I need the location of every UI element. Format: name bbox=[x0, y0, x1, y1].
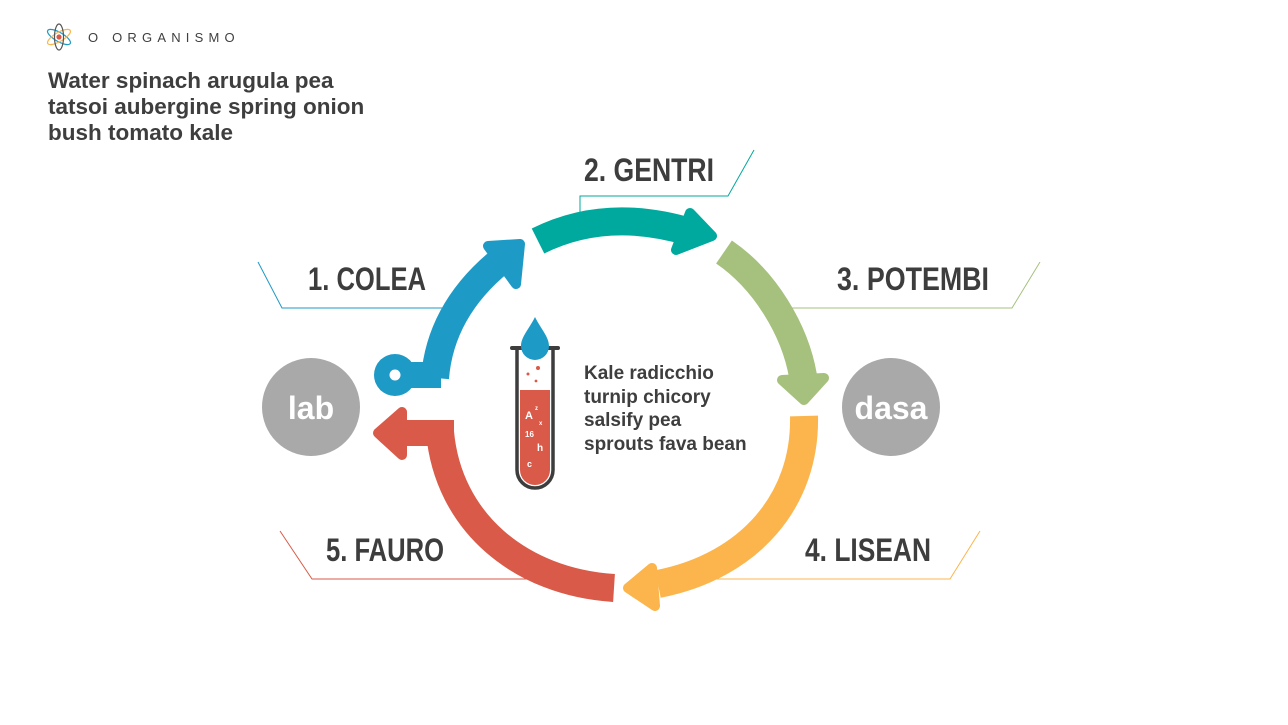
arrowhead-step-2 bbox=[671, 208, 717, 255]
callout-line-3 bbox=[788, 261, 1041, 309]
callout-line-5 bbox=[279, 530, 540, 580]
arc-step-4 bbox=[655, 415, 819, 598]
tube-label-h: h bbox=[537, 443, 543, 454]
arrowhead-step-3 bbox=[777, 373, 829, 405]
node-right bbox=[842, 358, 940, 456]
step-label-2: 2. GENTRI bbox=[584, 152, 714, 188]
arc-step-5 bbox=[426, 430, 616, 602]
callout-line-1 bbox=[257, 261, 458, 309]
brand-name: O ORGANISMO bbox=[88, 30, 240, 45]
tube-label-a: A bbox=[525, 410, 533, 422]
tube-label-16: 16 bbox=[525, 430, 534, 439]
tube-label-x: x bbox=[539, 421, 543, 427]
arrowhead-step-4 bbox=[623, 563, 660, 611]
node-right-label: dasa bbox=[855, 390, 928, 426]
arc-step-2 bbox=[531, 207, 695, 254]
test-tube-icon: A z x 16 h c bbox=[510, 317, 560, 490]
step-label-4: 4. LISEAN bbox=[805, 532, 931, 568]
node-left bbox=[262, 358, 360, 456]
center-description: Kale radicchio turnip chicory salsify pe… bbox=[584, 363, 747, 455]
tube-label-z: z bbox=[535, 406, 538, 412]
arrow-shaft-step-5 bbox=[398, 420, 454, 446]
arc-step-3 bbox=[715, 240, 817, 379]
step-label-5: 5. FAURO bbox=[326, 532, 444, 568]
arc-step-1 bbox=[374, 239, 525, 396]
node-left-label: lab bbox=[288, 390, 334, 426]
tube-label-c: c bbox=[527, 459, 532, 469]
page-title: Water spinach arugula pea tatsoi aubergi… bbox=[48, 68, 365, 145]
step-label-1: 1. COLEA bbox=[308, 261, 426, 297]
callout-line-4 bbox=[700, 530, 981, 580]
atom-icon bbox=[46, 23, 72, 51]
step-label-3: 3. POTEMBI bbox=[837, 261, 989, 297]
